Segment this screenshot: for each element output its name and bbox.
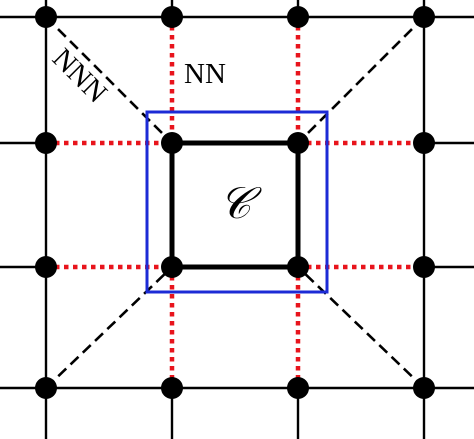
site-r3-c0 [35,377,57,399]
nn-bonds [46,17,424,388]
site-r0-c3 [413,6,435,28]
nnn-bonds [45,16,425,389]
site-r0-c1 [161,6,183,28]
cluster-plaquette [169,140,301,270]
site-r2-c0 [35,256,57,278]
nnn-bond-top-left [45,16,173,144]
site-r0-c2 [287,6,309,28]
site-r2-c3 [413,256,435,278]
nnn-bond-bottom-right [297,266,425,389]
site-r1-c2 [287,132,309,154]
site-r3-c3 [413,377,435,399]
nnn-label: NNN [46,42,113,109]
site-r1-c3 [413,132,435,154]
cluster-box [145,110,329,294]
site-r3-c2 [287,377,309,399]
nnn-bond-top-right [297,16,425,144]
lattice-sites [35,6,435,399]
nnn-bond-bottom-left [45,266,173,389]
site-r1-c1 [161,132,183,154]
site-r1-c0 [35,132,57,154]
nn-label: NN [184,58,226,90]
site-r2-c1 [161,256,183,278]
site-r2-c2 [287,256,309,278]
cluster-label: 𝒞 [219,178,262,229]
site-r3-c1 [161,377,183,399]
site-r0-c0 [35,6,57,28]
